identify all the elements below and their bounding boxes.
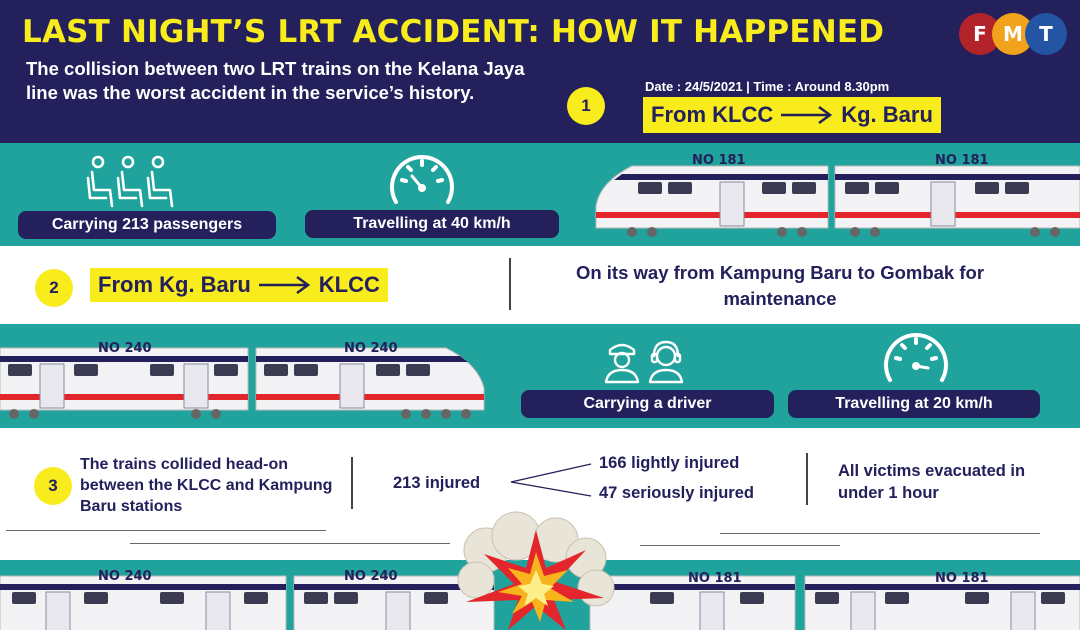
collision-text: The trains collided head-on between the … <box>80 456 333 515</box>
speedometer-icon <box>390 155 454 204</box>
date-time-line: Date : 24/5/2021 | Time : Around 8.30pm <box>645 79 890 94</box>
route-1-from: From KLCC <box>651 102 774 127</box>
train-number-label: NO 240 <box>344 569 398 584</box>
train-number-label: NO 240 <box>344 341 398 356</box>
track-line <box>6 530 326 531</box>
page-subtitle: The collision between two LRT trains on … <box>26 58 525 103</box>
divider <box>509 258 511 310</box>
svg-text:M: M <box>1003 22 1023 46</box>
train-number-label: NO 181 <box>935 571 989 586</box>
svg-text:F: F <box>973 22 987 46</box>
injured-serious: 47 seriously injured <box>599 484 754 502</box>
arrow-right-icon <box>258 275 310 295</box>
train-240-step2: NO 240 NO 240 <box>0 341 485 419</box>
page-title: LAST NIGHT’S LRT ACCIDENT: HOW IT HAPPEN… <box>22 14 885 50</box>
step-1-badge: 1 <box>567 87 605 125</box>
speed-40-pill: Travelling at 40 km/h <box>305 210 559 238</box>
track-line <box>720 533 1040 534</box>
route-1-box: From KLCC Kg. Baru <box>643 97 941 133</box>
explosion-icon <box>457 511 615 630</box>
carrying-driver-pill: Carrying a driver <box>521 390 774 418</box>
route-1-to: Kg. Baru <box>841 102 933 127</box>
collided-trains: NO 240 NO 240 NO 181 NO 181 <box>0 569 1080 630</box>
passengers-pill: Carrying 213 passengers <box>18 211 276 239</box>
speed-20-pill: Travelling at 20 km/h <box>788 390 1040 418</box>
evacuated-text: All victims evacuated in under 1 hour <box>838 462 1026 502</box>
branch-lines <box>510 463 592 497</box>
driver-icon <box>604 340 684 384</box>
fmt-logo: F M T <box>959 13 1067 55</box>
train-number-label: NO 240 <box>98 341 152 356</box>
step-3-badge: 3 <box>34 467 72 505</box>
passenger-seats-icon <box>86 155 174 208</box>
svg-text:T: T <box>1039 22 1053 46</box>
maintenance-note: On its way from Kampung Baru to Gombak f… <box>575 262 985 309</box>
train-number-label: NO 181 <box>692 154 746 168</box>
route-2-box: From Kg. Baru KLCC <box>90 268 388 302</box>
train-181-step1: NO 181 NO 181 <box>595 154 1080 237</box>
injured-total: 213 injured <box>393 474 481 492</box>
track-line <box>640 545 840 546</box>
train-number-label: NO 181 <box>688 571 742 586</box>
divider <box>806 453 808 505</box>
speedometer-icon <box>884 333 948 382</box>
train-number-label: NO 181 <box>935 154 989 168</box>
track-line <box>130 543 450 544</box>
train-number-label: NO 240 <box>98 569 152 584</box>
route-2-to: KLCC <box>318 272 380 297</box>
injured-light: 166 lightly injured <box>599 454 740 472</box>
route-2-from: From Kg. Baru <box>98 272 251 297</box>
divider <box>351 457 353 509</box>
arrow-right-icon <box>781 105 833 125</box>
step-2-badge: 2 <box>35 269 73 307</box>
